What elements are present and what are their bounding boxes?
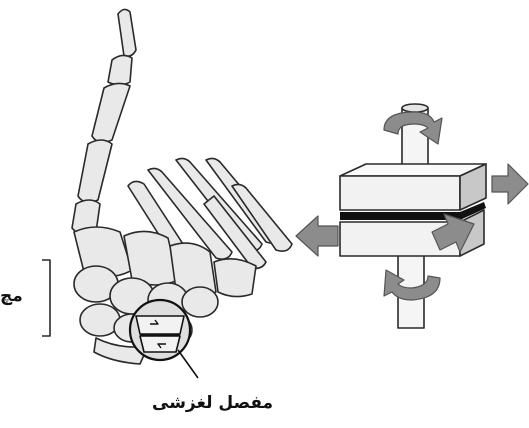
slide-arrow-icon bbox=[296, 216, 338, 256]
joint-leader-line bbox=[178, 350, 198, 378]
wrist-bracket bbox=[42, 260, 50, 336]
hand-skeleton-illustration bbox=[42, 9, 292, 378]
gliding-joint-label: مفصل لغزشی bbox=[152, 393, 273, 413]
upper-block bbox=[340, 164, 486, 210]
gliding-joint-highlight bbox=[130, 300, 190, 360]
slide-arrow-icon bbox=[492, 164, 528, 204]
wrist-label: مچ bbox=[0, 286, 23, 306]
gliding-joint-model bbox=[296, 104, 528, 328]
thumb-bones bbox=[72, 9, 136, 235]
